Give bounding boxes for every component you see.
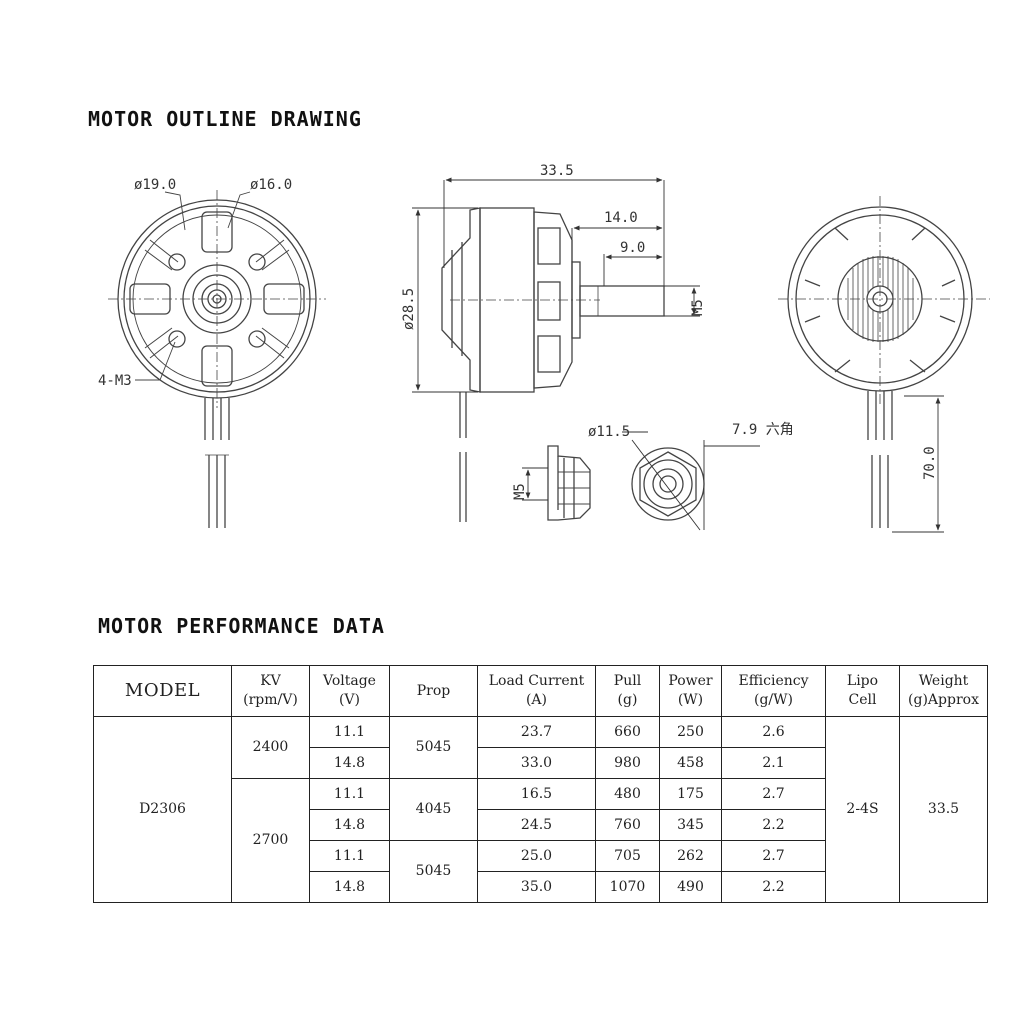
cell-current: 25.0: [477, 840, 596, 872]
cell-pull: 705: [595, 840, 660, 872]
dim-hex: 7.9 六角: [732, 422, 794, 438]
table-header-row: MODEL KV(rpm/V) Voltage(V) Prop Load Cur…: [93, 665, 988, 717]
cell-power: 458: [659, 747, 722, 779]
dim-nut-m5: M5: [512, 483, 528, 500]
cell-pull: 980: [595, 747, 660, 779]
cell-voltage: 14.8: [309, 747, 390, 779]
header-weight: Weight(g)Approx: [899, 665, 988, 717]
cell-voltage: 14.8: [309, 871, 390, 903]
table-row: 11.1 5045 25.0 705 262 2.7: [94, 840, 988, 903]
cell-power: 490: [659, 871, 722, 903]
cell-weight: 33.5: [899, 716, 988, 903]
dim-nut-diameter: ø11.5: [588, 424, 630, 440]
performance-data-title: MOTOR PERFORMANCE DATA: [98, 614, 385, 638]
cell-current: 33.0: [477, 747, 596, 779]
table-row: 14.8 33.0 980 458 2.1: [94, 747, 988, 779]
cell-current: 23.7: [477, 716, 596, 748]
cell-efficiency: 2.7: [721, 778, 826, 810]
dim-shaft-9: 9.0: [620, 240, 645, 256]
cell-kv: 2400: [231, 716, 310, 779]
cell-prop: 5045: [389, 840, 478, 903]
cell-pull: 480: [595, 778, 660, 810]
header-pull: Pull(g): [595, 665, 660, 717]
dim-wire-length: 70.0: [922, 446, 938, 480]
dim-shaft-m5: M5: [690, 299, 706, 316]
cell-current: 35.0: [477, 871, 596, 903]
dim-d19: ø19.0: [134, 177, 176, 193]
cell-kv: 2700: [231, 778, 310, 903]
dim-d16: ø16.0: [250, 177, 292, 193]
header-load-current: Load Current(A): [477, 665, 596, 717]
prop-nut-front-view: [631, 447, 705, 521]
cell-voltage: 11.1: [309, 840, 390, 872]
cell-voltage: 14.8: [309, 809, 390, 841]
header-prop: Prop: [389, 665, 478, 717]
cell-prop: 4045: [389, 778, 478, 841]
cell-pull: 760: [595, 809, 660, 841]
header-voltage: Voltage(V): [309, 665, 390, 717]
header-model: MODEL: [93, 665, 232, 717]
motor-side-view: [441, 207, 665, 522]
dim-diameter: ø28.5: [401, 288, 417, 330]
table-row: D2306 2400 11.1 5045 23.7 660 250 2.6 2-…: [93, 716, 988, 903]
cell-current: 16.5: [477, 778, 596, 810]
header-power: Power(W): [659, 665, 722, 717]
header-efficiency: Efficiency(g/W): [721, 665, 826, 717]
dim-shaft-14: 14.0: [604, 210, 638, 226]
prop-nut-side-view: [547, 445, 591, 521]
cell-current: 24.5: [477, 809, 596, 841]
header-kv: KV(rpm/V): [231, 665, 310, 717]
cell-prop: 5045: [389, 716, 478, 779]
cell-efficiency: 2.7: [721, 840, 826, 872]
cell-pull: 1070: [595, 871, 660, 903]
dim-4-m3: 4-M3: [98, 373, 132, 389]
outline-drawing-title: MOTOR OUTLINE DRAWING: [88, 107, 362, 131]
dim-length: 33.5: [540, 163, 574, 179]
cell-model: D2306: [93, 716, 232, 903]
cell-lipo: 2-4S: [825, 716, 900, 903]
cell-power: 250: [659, 716, 722, 748]
cell-power: 345: [659, 809, 722, 841]
cell-efficiency: 2.2: [721, 809, 826, 841]
cell-efficiency: 2.6: [721, 716, 826, 748]
cell-voltage: 11.1: [309, 778, 390, 810]
motor-front-view: [108, 190, 326, 528]
cell-voltage: 11.1: [309, 716, 390, 748]
cell-pull: 660: [595, 716, 660, 748]
table-row: 14.8 35.0 1070 490 2.2: [94, 871, 988, 903]
performance-table: MODEL KV(rpm/V) Voltage(V) Prop Load Cur…: [93, 665, 988, 903]
cell-efficiency: 2.1: [721, 747, 826, 779]
cell-power: 262: [659, 840, 722, 872]
cell-efficiency: 2.2: [721, 871, 826, 903]
motor-rear-view: [778, 196, 990, 528]
cell-power: 175: [659, 778, 722, 810]
motor-outline-drawing: ø19.0 ø16.0 4-M3: [98, 163, 990, 533]
